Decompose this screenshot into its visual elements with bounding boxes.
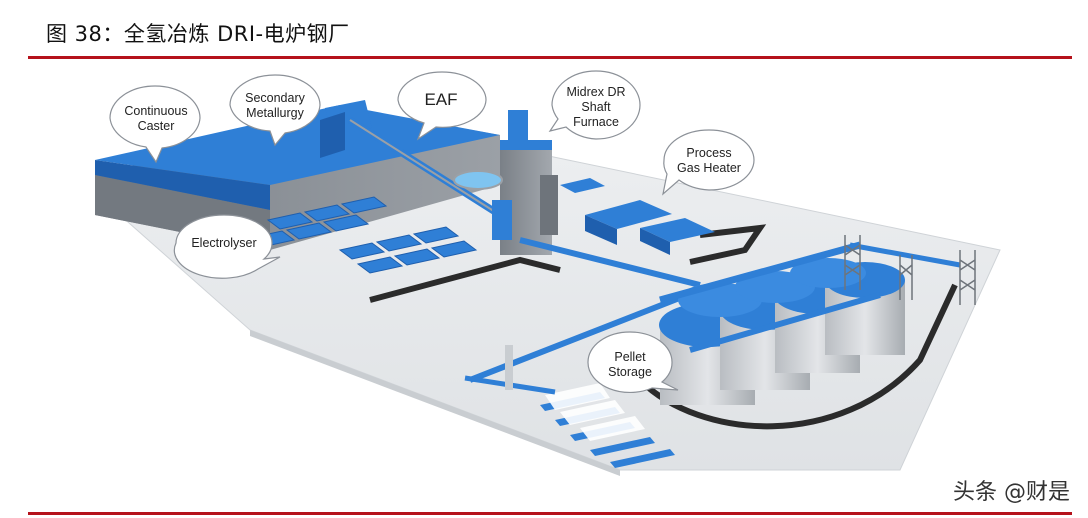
callout-pellet-storage: Pellet Storage xyxy=(587,331,679,394)
callout-midrex-line1: Midrex DR xyxy=(566,85,625,99)
process-gas-heater-building xyxy=(560,178,715,255)
watermark: 头条 @财是 xyxy=(953,480,1070,505)
callout-continuous-caster: Continuous Caster xyxy=(109,85,201,164)
callout-midrex-line3: Furnace xyxy=(573,115,619,129)
midrex-tower xyxy=(492,110,558,255)
ground-slab-front xyxy=(250,330,620,476)
callout-secondary-metallurgy: Secondary Metallurgy xyxy=(229,74,321,147)
top-divider xyxy=(28,56,1072,59)
water-tank xyxy=(453,170,503,190)
pellet-conveyor xyxy=(519,237,701,288)
callout-secondary-metallurgy-line2: Metallurgy xyxy=(246,106,304,120)
callout-midrex: Midrex DR Shaft Furnace xyxy=(548,70,641,140)
callout-process-gas-heater: Process Gas Heater xyxy=(662,129,755,196)
callout-process-gas-heater-line2: Gas Heater xyxy=(677,161,741,175)
lattice-towers xyxy=(844,235,976,305)
callout-pellet-storage-line2: Storage xyxy=(608,365,652,379)
callout-process-gas-heater-line1: Process xyxy=(686,146,731,160)
callout-eaf-line1: EAF xyxy=(424,90,457,109)
callout-pellet-storage-line1: Pellet xyxy=(614,350,646,364)
callout-electrolyser: Electrolyser xyxy=(173,214,281,279)
road-left xyxy=(369,256,561,303)
callout-continuous-caster-line1: Continuous xyxy=(124,104,187,118)
callout-midrex-line2: Shaft xyxy=(581,100,611,114)
callout-eaf: EAF xyxy=(397,71,487,141)
figure-title: 图 38：全氢冶炼 DRI-电炉钢厂 xyxy=(46,22,350,46)
callout-continuous-caster-line2: Caster xyxy=(138,119,175,133)
callout-electrolyser-line1: Electrolyser xyxy=(191,236,256,250)
bottom-divider xyxy=(28,512,1072,515)
road-right xyxy=(689,224,767,265)
callout-secondary-metallurgy-line1: Secondary xyxy=(245,91,306,105)
